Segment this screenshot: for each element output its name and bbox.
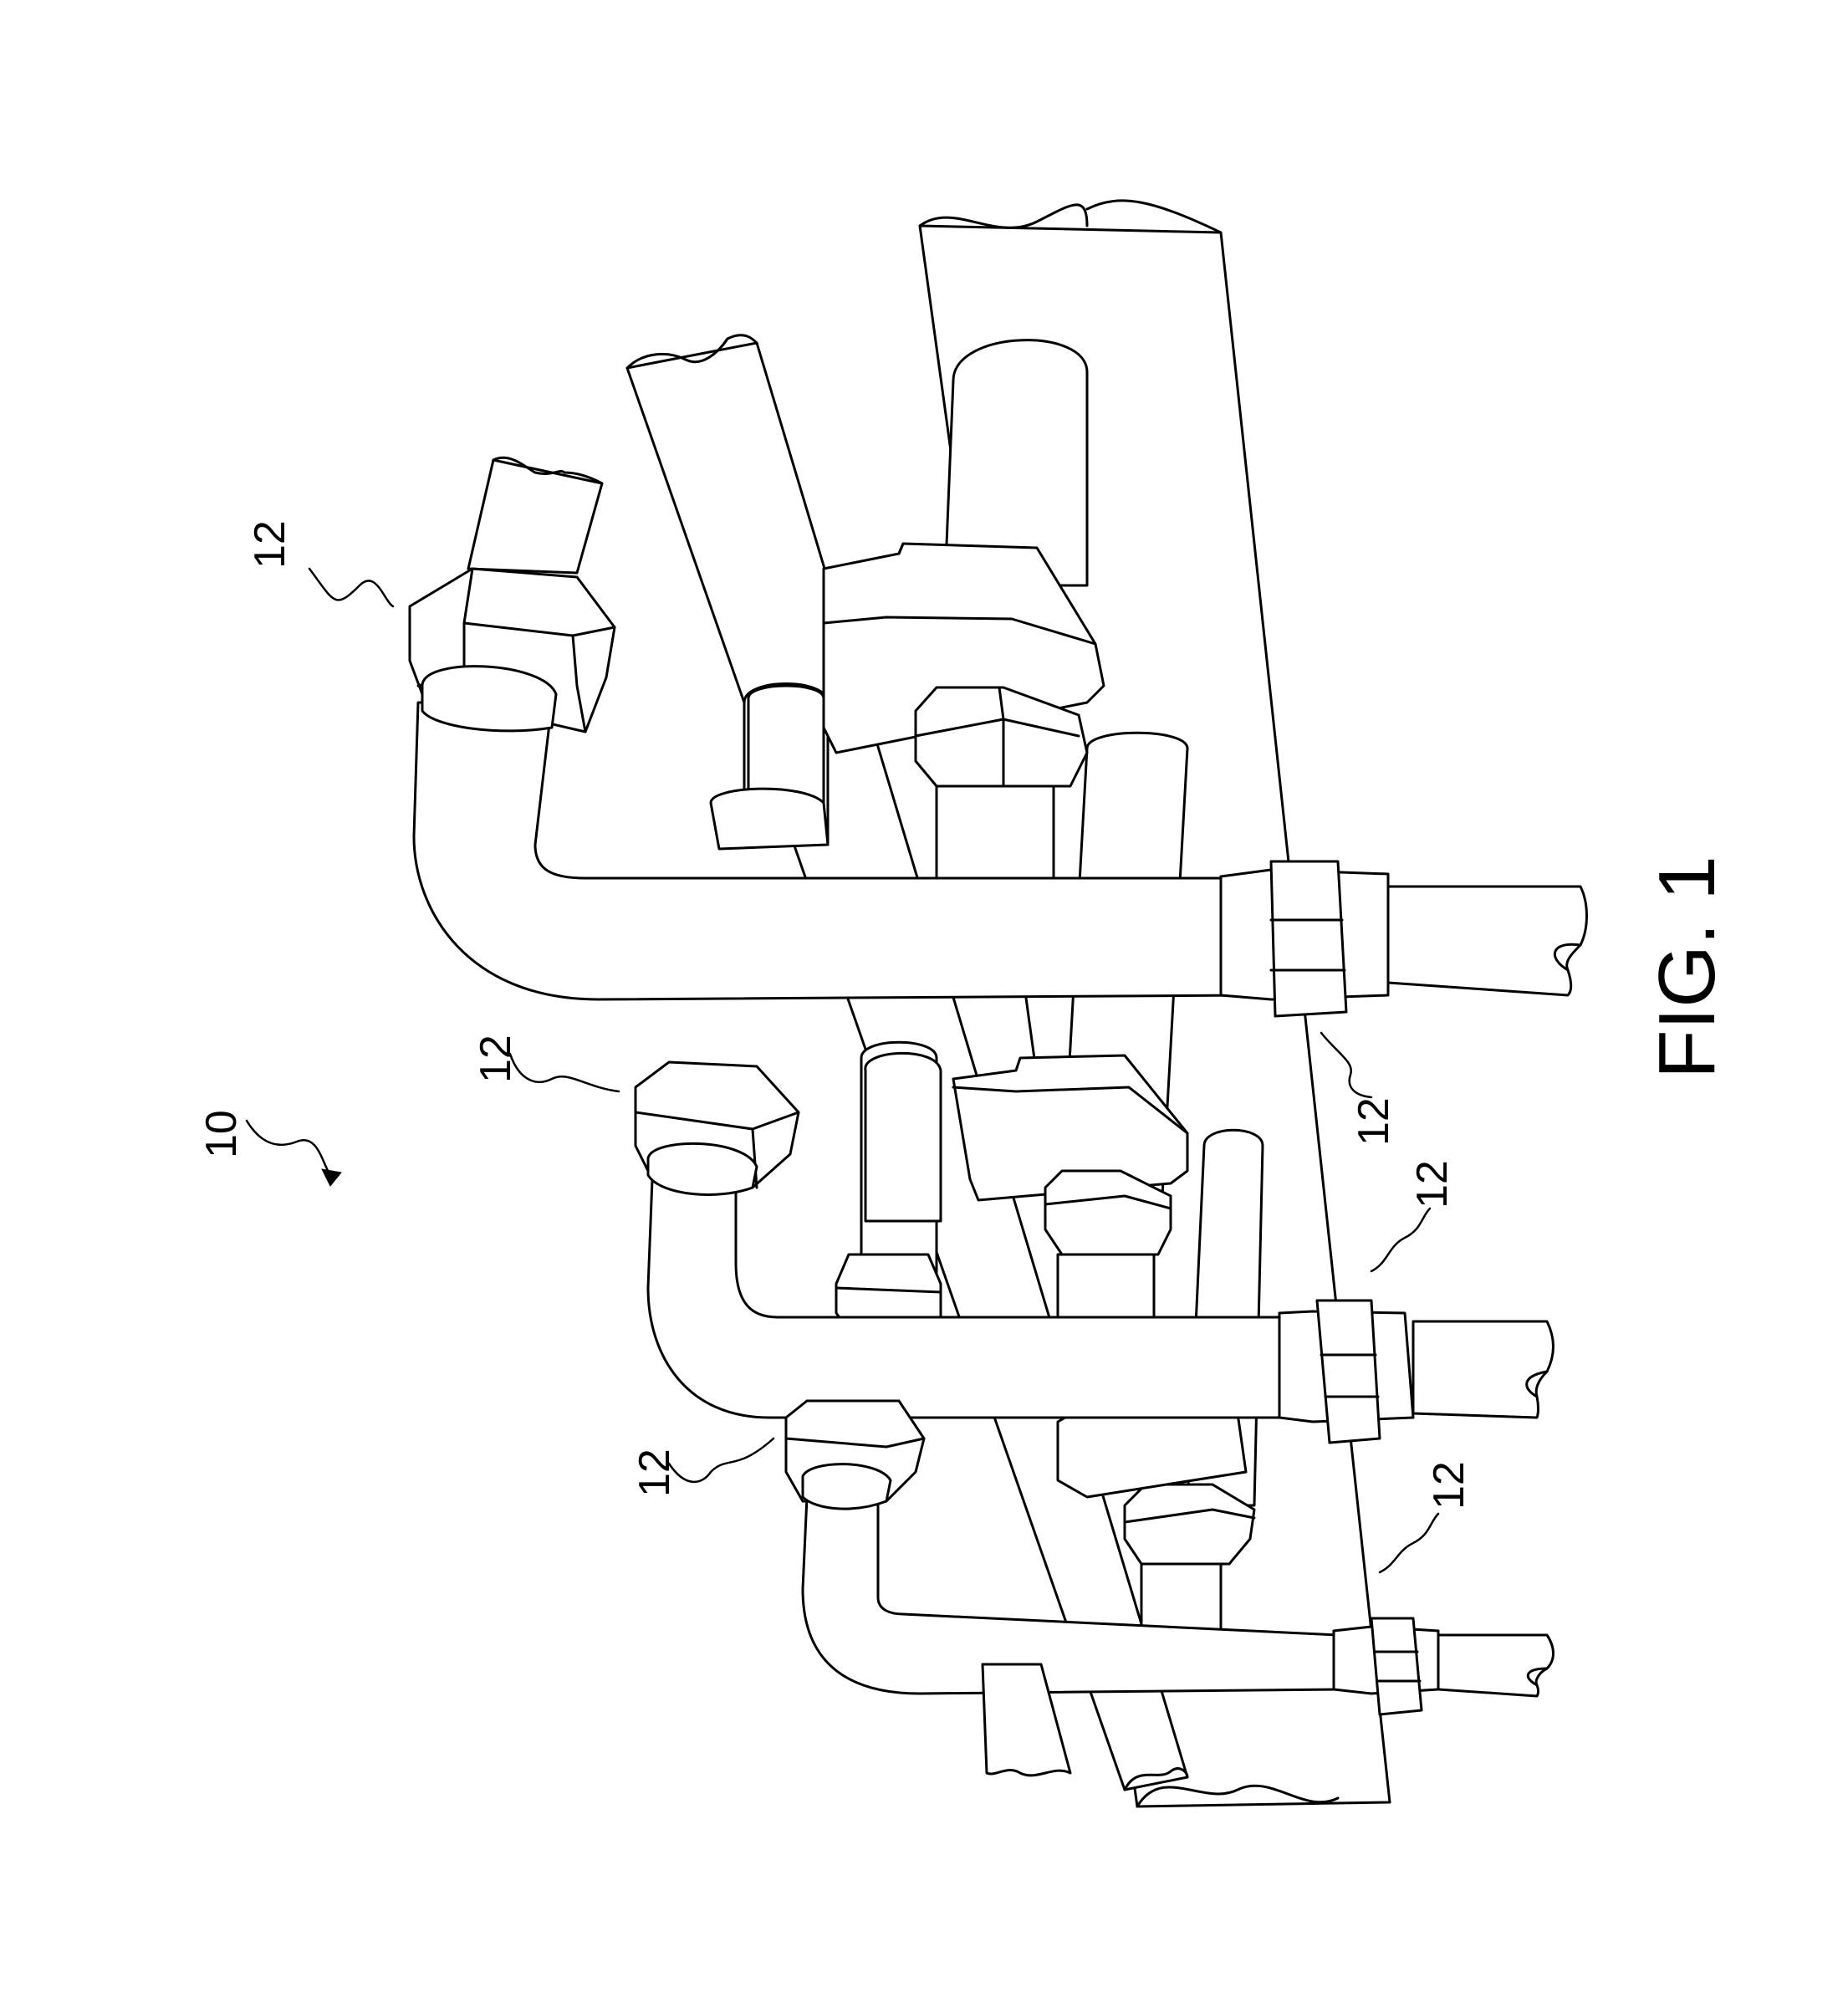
pipe-upper-top-stub — [468, 457, 602, 573]
fitting-12-right-top — [1221, 861, 1587, 1016]
upper-clamp-pipe — [937, 786, 1054, 887]
figure-caption: FIG. 1 — [1642, 856, 1732, 1079]
label-12-middle: 12 — [472, 1035, 520, 1083]
label-10-assembly: 10 — [197, 1110, 246, 1158]
fitting-12-top — [410, 569, 615, 732]
upper-left-coupling — [711, 686, 828, 849]
label-12-right-lower: 12 — [1425, 1461, 1473, 1510]
arrowhead-icon — [322, 1169, 341, 1186]
fitting-12-right-middle — [1279, 1300, 1554, 1443]
fitting-12-lower — [786, 1401, 924, 1509]
middle-clamp-pipe — [1058, 1254, 1154, 1321]
middle-left-coupling — [836, 1053, 941, 1330]
label-12-right-top: 12 — [1350, 1097, 1398, 1146]
label-12-lower: 12 — [630, 1449, 679, 1497]
label-12-right-middle: 12 — [1408, 1160, 1457, 1209]
label-12-top: 12 — [246, 520, 294, 569]
fitting-12-middle — [636, 1062, 799, 1194]
